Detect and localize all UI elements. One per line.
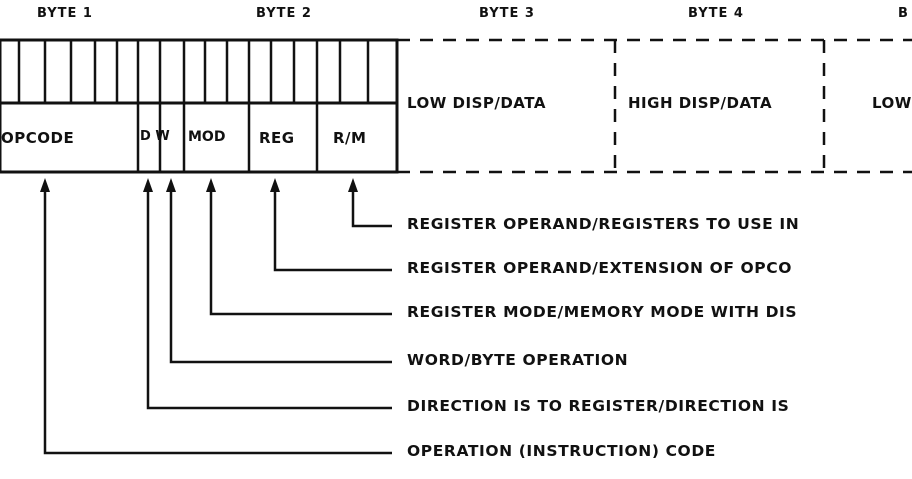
next-low-field-partial: LOW xyxy=(872,94,912,112)
high-disp-data-field: HIGH DISP/DATA xyxy=(628,94,773,112)
bit-dividers xyxy=(17,40,370,103)
reg-field: REG xyxy=(259,129,295,147)
arrow-heads xyxy=(40,178,358,192)
leader-lines xyxy=(43,192,392,455)
byte-2-header: BYTE 2 xyxy=(256,6,312,21)
dw-field: D W xyxy=(140,129,170,144)
opcode-field: OPCODE xyxy=(1,129,75,147)
byte-3-header: BYTE 3 xyxy=(479,6,535,21)
dashed-bytes xyxy=(397,38,912,174)
legend-w: WORD/BYTE OPERATION xyxy=(407,351,629,369)
legend-opcode: OPERATION (INSTRUCTION) CODE xyxy=(407,442,716,460)
byte-4-header: BYTE 4 xyxy=(688,6,744,21)
legend-mod: REGISTER MODE/MEMORY MODE WITH DIS xyxy=(407,303,798,321)
byte-1-2-box xyxy=(0,38,399,174)
legend-d: DIRECTION IS TO REGISTER/DIRECTION IS xyxy=(407,397,790,415)
legend-reg: REGISTER OPERAND/EXTENSION OF OPCO xyxy=(407,259,793,277)
rm-field: R/M xyxy=(333,129,367,147)
byte-1-header: BYTE 1 xyxy=(37,6,93,21)
low-disp-data-field: LOW DISP/DATA xyxy=(407,94,546,112)
mod-field: MOD xyxy=(188,129,226,145)
byte-5-header-partial: B xyxy=(898,6,909,21)
legend-rm: REGISTER OPERAND/REGISTERS TO USE IN xyxy=(407,215,800,233)
field-dividers xyxy=(136,103,319,172)
